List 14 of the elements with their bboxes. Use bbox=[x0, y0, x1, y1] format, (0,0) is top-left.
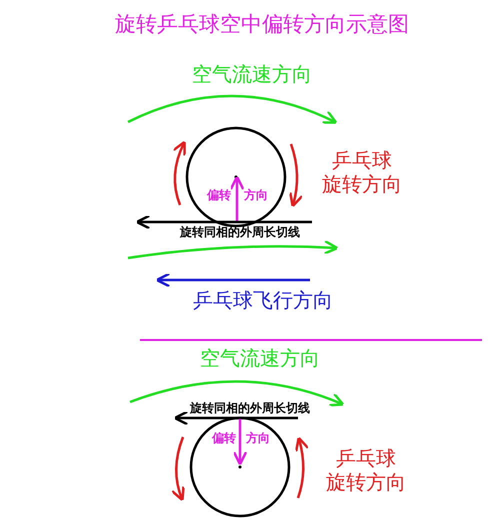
tangent-label: 旋转同相的外周长切线 bbox=[180, 226, 300, 238]
direction-label: 偏转 bbox=[207, 189, 231, 201]
direction-label: 空气流速方向 bbox=[200, 348, 320, 368]
direction-label: 乒乓球 bbox=[336, 448, 396, 468]
direction-label: 方向 bbox=[246, 432, 270, 444]
direction-label: 旋转方向 bbox=[326, 472, 406, 492]
direction-label: 偏转 bbox=[212, 432, 236, 444]
title: 旋转乒乓球空中偏转方向示意图 bbox=[115, 14, 409, 35]
direction-label: 空气流速方向 bbox=[192, 64, 312, 84]
direction-label: 方向 bbox=[244, 189, 268, 201]
direction-label: 乒乓球飞行方向 bbox=[193, 290, 333, 310]
direction-label: 乒乓球 bbox=[332, 150, 392, 170]
direction-label: 旋转方向 bbox=[322, 174, 402, 194]
tangent-label: 旋转同相的外周长切线 bbox=[190, 402, 310, 414]
